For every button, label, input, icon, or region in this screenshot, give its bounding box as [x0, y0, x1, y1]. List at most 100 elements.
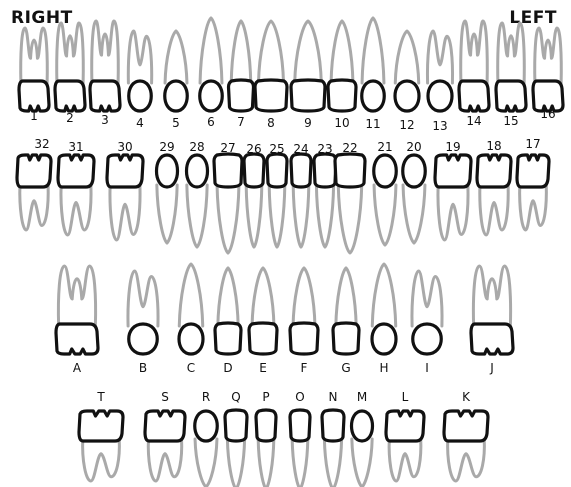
lower-permanent-tooth-19[interactable]: 19	[435, 140, 471, 240]
tooth-number-label: E	[259, 361, 267, 375]
lower-permanent-tooth-21[interactable]: 21	[374, 140, 397, 245]
tooth-root	[295, 21, 322, 83]
upper-primary-tooth-i[interactable]: I	[412, 271, 442, 375]
tooth-crown	[179, 324, 203, 354]
tooth-number-label: L	[402, 390, 409, 404]
upper-primary-tooth-b[interactable]: B	[128, 271, 158, 375]
tooth-root	[148, 439, 181, 481]
tooth-root	[473, 266, 510, 326]
lower-permanent-tooth-22[interactable]: 22	[335, 141, 365, 253]
tooth-number-label: C	[187, 361, 195, 375]
upper-permanent-tooth-5[interactable]: 5	[165, 31, 188, 130]
tooth-crown	[314, 154, 336, 187]
upper-primary-tooth-h[interactable]: H	[372, 264, 396, 375]
upper-permanent-tooth-1[interactable]: 1	[19, 28, 49, 123]
lower-permanent-tooth-27[interactable]: 27	[214, 141, 242, 253]
upper-permanent-tooth-3[interactable]: 3	[90, 21, 120, 127]
tooth-crown	[195, 411, 218, 441]
tooth-root	[520, 185, 547, 230]
upper-permanent-tooth-11[interactable]: 11	[362, 18, 385, 131]
lower-permanent-tooth-24[interactable]: 24	[291, 142, 311, 247]
upper-permanent-tooth-12[interactable]: 12	[395, 31, 419, 132]
upper-primary-tooth-d[interactable]: D	[215, 268, 241, 375]
upper-permanent-tooth-14[interactable]: 14	[459, 21, 489, 128]
lower-primary-tooth-n[interactable]: N	[322, 390, 344, 487]
tooth-number-label: 29	[159, 140, 174, 154]
upper-permanent-tooth-13[interactable]: 13	[427, 31, 452, 133]
upper-permanent-tooth-2[interactable]: 2	[55, 23, 85, 125]
tooth-number-label: 15	[503, 114, 518, 128]
tooth-number-label: 23	[317, 142, 332, 156]
upper-permanent-tooth-15[interactable]: 15	[496, 23, 526, 128]
upper-primary-tooth-e[interactable]: E	[249, 268, 277, 375]
tooth-number-label: 10	[334, 116, 349, 130]
upper-primary-tooth-a[interactable]: A	[56, 266, 98, 375]
upper-permanent-tooth-4[interactable]: 4	[128, 31, 151, 130]
lower-primary-tooth-o[interactable]: O	[290, 390, 310, 487]
lower-permanent-tooth-23[interactable]: 23	[314, 142, 336, 247]
tooth-number-label: H	[379, 361, 388, 375]
tooth-number-label: M	[357, 390, 367, 404]
upper-permanent-tooth-10[interactable]: 10	[328, 21, 356, 130]
tooth-root	[195, 439, 217, 487]
lower-primary-tooth-q[interactable]: Q	[225, 390, 247, 487]
lower-primary-tooth-r[interactable]: R	[195, 390, 218, 487]
upper-primary-tooth-g[interactable]: G	[333, 268, 359, 375]
tooth-crown	[386, 411, 424, 441]
upper-permanent-tooth-8[interactable]: 8	[255, 21, 287, 130]
tooth-crown	[129, 81, 152, 111]
lower-permanent-tooth-26[interactable]: 26	[244, 142, 264, 247]
tooth-root	[480, 185, 508, 235]
lower-permanent-tooth-25[interactable]: 25	[267, 142, 287, 247]
tooth-number-label: 6	[207, 115, 215, 129]
tooth-number-label: 18	[486, 139, 501, 153]
tooth-number-label: B	[139, 361, 147, 375]
lower-permanent-tooth-32[interactable]: 32	[17, 137, 51, 230]
tooth-number-label: 22	[342, 141, 357, 155]
tooth-number-label: 12	[399, 118, 414, 132]
upper-permanent-tooth-6[interactable]: 6	[200, 18, 223, 129]
upper-permanent-tooth-9[interactable]: 9	[291, 21, 325, 130]
tooth-root	[21, 28, 48, 83]
lower-primary-tooth-t[interactable]: T	[79, 390, 123, 481]
lower-permanent-tooth-31[interactable]: 31	[58, 140, 94, 235]
tooth-crown	[79, 411, 123, 441]
tooth-crown	[187, 155, 208, 187]
tooth-crown	[291, 80, 325, 111]
tooth-root	[372, 264, 395, 326]
tooth-number-label: 31	[68, 140, 83, 154]
lower-permanent-tooth-28[interactable]: 28	[187, 140, 208, 247]
tooth-root	[403, 185, 425, 243]
lower-permanent-tooth-17[interactable]: 17	[517, 137, 549, 230]
tooth-root	[58, 266, 95, 326]
upper-primary-tooth-j[interactable]: J	[471, 266, 513, 375]
tooth-crown	[56, 324, 98, 354]
upper-primary-tooth-f[interactable]: F	[290, 268, 318, 375]
lower-permanent-tooth-20[interactable]: 20	[403, 140, 426, 243]
lower-permanent-tooth-30[interactable]: 30	[107, 140, 143, 240]
tooth-crown	[17, 155, 51, 187]
upper-primary-tooth-c[interactable]: C	[179, 264, 203, 375]
tooth-root	[498, 23, 525, 83]
lower-permanent-tooth-29[interactable]: 29	[157, 140, 178, 243]
tooth-number-label: 2	[66, 111, 74, 125]
lower-primary-tooth-k[interactable]: K	[444, 390, 488, 481]
tooth-crown	[290, 410, 310, 441]
tooth-root	[128, 31, 151, 83]
tooth-crown	[145, 411, 185, 441]
lower-permanent-tooth-18[interactable]: 18	[477, 139, 511, 235]
tooth-root	[92, 21, 119, 83]
lower-primary-tooth-s[interactable]: S	[145, 390, 185, 481]
lower-primary-tooth-m[interactable]: M	[352, 390, 373, 487]
upper-permanent-tooth-7[interactable]: 7	[229, 21, 254, 129]
tooth-number-label: 13	[432, 119, 447, 133]
lower-primary-tooth-p[interactable]: P	[256, 390, 276, 487]
lower-primary-tooth-l[interactable]: L	[386, 390, 424, 481]
tooth-crown	[129, 324, 158, 354]
tooth-root	[217, 185, 239, 253]
tooth-root	[338, 185, 361, 253]
tooth-crown	[333, 323, 359, 354]
upper-permanent-tooth-16[interactable]: 16	[533, 28, 563, 121]
tooth-number-label: Q	[231, 390, 240, 404]
tooth-crown	[19, 81, 49, 111]
